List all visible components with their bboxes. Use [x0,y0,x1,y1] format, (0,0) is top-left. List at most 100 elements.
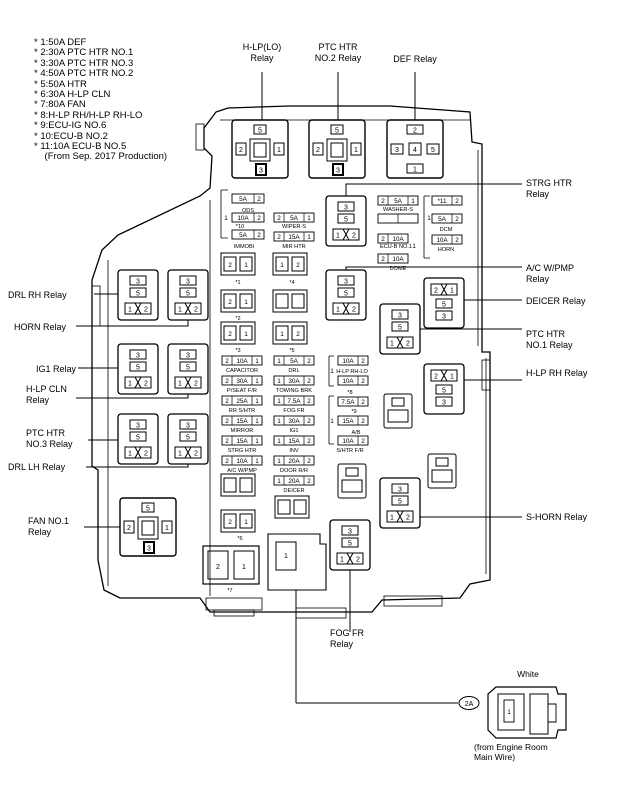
pin-box [129,275,147,286]
pin-row [336,552,364,565]
side-tab [91,285,101,327]
fuse-text: 2 [225,358,229,365]
callout-ac-wpmp: A/C W/PMP [526,263,574,273]
relay-housing [117,269,159,321]
fuse-text: 2 [225,418,229,425]
pin-label: 1 [244,519,248,526]
fuse-text: 2 [307,438,311,445]
pin-box [273,142,285,156]
fuse-caption: MIR HTR [282,244,305,250]
connector-pin-box [275,541,297,571]
pin-label: 5 [344,291,348,298]
fuse-row-box [273,435,315,446]
fuse-caption: *9 [351,409,356,415]
diode-mark [342,228,350,241]
pin-box [179,287,197,298]
callout-deicer: DEICER Relay [526,296,586,306]
diode-mark [396,336,404,349]
fuse-row-box [231,193,265,204]
fuse-caption: IG1 [289,428,298,434]
pin-label: 3 [186,353,190,360]
pin-label: 2 [228,519,232,526]
pin-label: 5 [442,388,446,395]
diode-mark [346,552,354,565]
fuse-row-box [221,455,263,466]
pin-label: 2 [194,381,198,388]
socket-outline [383,393,413,429]
pin-row [386,510,414,523]
pin-label: 1 [244,262,248,269]
fuse-slot [239,325,253,341]
pin-label: 3 [186,279,190,286]
pin-label: 2 [127,525,131,532]
fuse-text: 7.5A [287,398,301,405]
pin-row [124,446,152,459]
fuse-text: 2 [361,399,365,406]
relay-housing [379,303,421,355]
fuse-row: 7.5A 2 [337,396,369,407]
fuse-text: 1 [277,358,281,365]
pin-label: 2 [216,564,220,571]
fuse-slot [275,293,289,309]
fuse-text: 2 [361,378,365,385]
fuse-slot [239,477,253,493]
fuse-text: 2 [277,234,281,241]
connector-latch [529,693,549,735]
fuse-text: 2 [257,196,261,203]
fuse-socket-outline [220,289,256,313]
fuse-text: 2 [225,438,229,445]
fuse-caption: DCM [440,227,453,233]
fuse-socket [272,289,308,313]
socket-slot [391,397,405,407]
fuse-caption: ECU-B NO.1 [380,244,412,250]
pin-label: 3 [442,400,446,407]
connector-note: (from Engine Room [474,742,548,752]
fuse-caption: HORN [438,247,454,253]
legend-line: (From Sep. 2017 Production) [34,151,168,163]
fuse-text: 2 [307,418,311,425]
pin-label: 2 [296,262,300,269]
pin-box [179,431,197,442]
pin-row [430,369,458,382]
fuse-row-box [221,355,263,366]
bottom-tab [213,609,255,617]
pin-box [435,310,453,321]
fuse-slot [293,499,307,515]
fuse-legend: * 1:50A DEF* 2:30A PTC HTR NO.1* 3:30A P… [34,37,168,163]
pin-label: 5 [186,435,190,442]
pin-row [386,336,414,349]
fuse-slot [239,256,253,272]
fuse-row-box [337,435,369,446]
pin-label: 3 [344,205,348,212]
pin-label: 1 [413,167,417,174]
relay-housing [308,119,366,179]
fuse-text: 2 [307,358,311,365]
pin-box [337,201,355,212]
pin-box [337,275,355,286]
connector-code-badge [458,696,480,710]
pin-box [330,124,344,135]
fuse-text: 5A [290,358,299,365]
fuse-caption: *7 [227,588,232,594]
connector-note: Main Wire) [474,752,515,762]
fuse-text: 7.5A [341,399,355,406]
fuse-text: 10A [237,215,249,222]
fuse-text: 2 [361,438,365,445]
fuse-row-box [337,396,369,407]
callout-ig1: IG1 Relay [36,364,77,374]
pin-label: 5 [146,506,150,513]
pin-label: 5 [136,291,140,298]
callout-s-horn: S-HORN Relay [526,512,588,522]
callout-fan-1: Relay [28,527,52,537]
fuse-slot [239,513,253,529]
